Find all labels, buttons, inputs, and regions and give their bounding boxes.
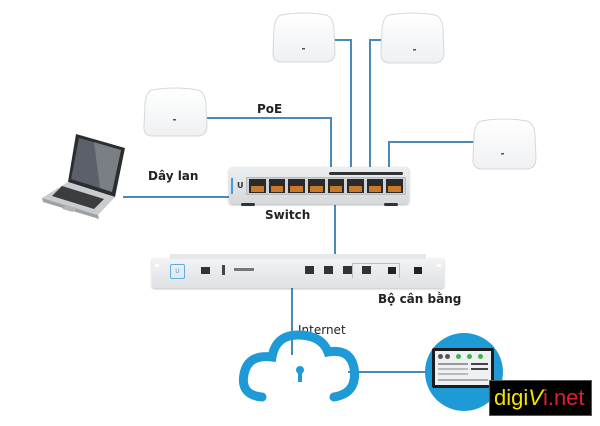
- router-port[interactable]: [343, 266, 352, 274]
- brand-logo-digi: digi: [494, 385, 529, 410]
- access-point-2[interactable]: [272, 12, 336, 63]
- switch-port[interactable]: [307, 179, 325, 193]
- brand-text: [234, 268, 254, 271]
- ubiquiti-logo-icon: U: [237, 181, 244, 190]
- label-lan-cable: Dây lan: [148, 169, 199, 183]
- dashboard-line: [471, 363, 488, 365]
- status-dot: [438, 354, 443, 359]
- switch-foot-right: [384, 203, 398, 206]
- rack-ear-left: [155, 264, 159, 267]
- switch-port[interactable]: [249, 179, 266, 193]
- status-dot: [467, 354, 472, 359]
- dashboard-content: [435, 351, 491, 385]
- switch-port[interactable]: [386, 179, 403, 193]
- switch-port[interactable]: [366, 179, 384, 193]
- label-load-balancer: Bộ cân bằng: [378, 292, 462, 306]
- switch-device[interactable]: U: [229, 167, 409, 206]
- switch-poe-bar: [329, 172, 403, 175]
- dashboard-line: [438, 368, 468, 370]
- switch-port-group: [246, 177, 406, 195]
- brand-logo-v: V: [528, 385, 543, 410]
- access-point-3[interactable]: [380, 12, 445, 64]
- brand-logo-net: i.net: [542, 385, 585, 410]
- label-poe: PoE: [257, 102, 283, 116]
- dashboard-line: [438, 373, 468, 375]
- dashboard-line: [438, 363, 468, 365]
- switch-port[interactable]: [327, 179, 345, 193]
- dashboard-line: [471, 368, 488, 370]
- switch-port[interactable]: [347, 179, 364, 193]
- switch-led: [231, 178, 233, 194]
- edge-ap1-switch-poe: [205, 117, 332, 168]
- access-point-4[interactable]: [472, 118, 537, 170]
- status-dot: [456, 354, 461, 359]
- edge-ap2-switch: [333, 39, 352, 168]
- sfp-port-1[interactable]: [388, 267, 396, 274]
- status-dot: [478, 354, 483, 359]
- router-top-panel: [170, 254, 426, 259]
- switch-port[interactable]: [268, 179, 286, 193]
- dashboard-circle[interactable]: [425, 333, 503, 411]
- status-dot: [445, 354, 450, 359]
- console-port[interactable]: [201, 267, 210, 274]
- router-port[interactable]: [362, 266, 371, 274]
- sfp-bracket: [352, 263, 400, 278]
- rack-ear-right: [437, 264, 441, 267]
- switch-foot-left: [241, 203, 255, 206]
- brand-logo: digiVi.net: [489, 380, 592, 416]
- edge-ap4-switch: [388, 141, 475, 168]
- router-port[interactable]: [324, 266, 333, 274]
- load-balancer-device[interactable]: U: [152, 254, 444, 288]
- dashboard-screen: [432, 348, 494, 388]
- switch-port[interactable]: [288, 179, 305, 193]
- dashboard-line: [438, 379, 488, 381]
- router-port[interactable]: [305, 266, 314, 274]
- shield-lock-icon: [285, 355, 315, 394]
- sfp-port-2[interactable]: [414, 267, 422, 274]
- edge-ap3-switch: [369, 39, 385, 168]
- access-point-1[interactable]: [143, 87, 208, 137]
- label-switch: Switch: [265, 208, 311, 222]
- router-port-group: [305, 266, 371, 274]
- usb-port[interactable]: [222, 265, 225, 275]
- router-logo-button[interactable]: U: [170, 264, 185, 279]
